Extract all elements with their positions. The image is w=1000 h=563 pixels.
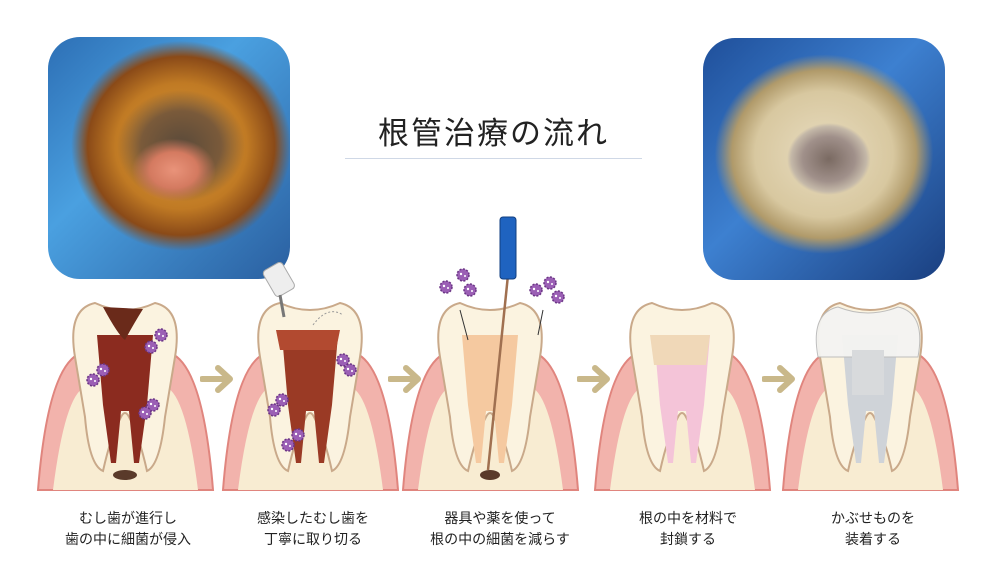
temporary-filling [650, 335, 710, 365]
step-5-caption: かぶせものを装着する [778, 509, 968, 551]
bacteria-icon [336, 353, 350, 367]
bacteria-icon [551, 290, 565, 304]
drill-icon [262, 261, 295, 318]
bacteria-icon [154, 328, 168, 342]
arrow-right-icon [388, 365, 421, 393]
pulp-canal [97, 335, 153, 463]
caption-line: 器具や薬を使って [444, 511, 556, 527]
pulp-canal [654, 335, 710, 463]
page-title: 根管治療の流れ [378, 116, 609, 152]
bacteria-icon [291, 428, 305, 442]
caption-line: 装着する [845, 532, 901, 548]
lesion [480, 470, 500, 480]
bacteria-icon [138, 406, 152, 420]
arrow-up [459, 309, 544, 341]
step-2-caption: 感染したむし歯を丁寧に取り切る [218, 509, 408, 551]
bacteria-icon [439, 280, 453, 294]
tooth-illustration-step-5 [781, 301, 960, 491]
bacteria-icon [267, 403, 281, 417]
tooth-illustration-step-3 [401, 216, 580, 491]
bacteria-icon [343, 363, 357, 377]
step-3-caption: 器具や薬を使って根の中の細菌を減らす [405, 509, 595, 551]
title-divider [345, 158, 642, 159]
debris [312, 311, 344, 326]
endodontic-file-icon [486, 216, 517, 471]
arrow-right-icon [200, 365, 233, 393]
caption-line: かぶせものを [831, 511, 915, 527]
bacteria-icon [463, 283, 477, 297]
bacteria-icon [96, 363, 110, 377]
lesion [113, 470, 137, 480]
bacteria-icon [86, 373, 100, 387]
tooth-illustration-step-1 [36, 301, 215, 491]
bacteria-icon [456, 268, 470, 282]
bacteria-icon [144, 340, 158, 354]
bacteria-icon [543, 276, 557, 290]
arrow-right-icon [577, 365, 610, 393]
caption-line: 封鎖する [660, 532, 716, 548]
arrow-right-icon [762, 365, 795, 393]
pulp-canal [462, 335, 518, 463]
core-post [852, 350, 884, 395]
before-treatment-photo [48, 37, 290, 279]
bacteria-icon [146, 398, 160, 412]
caption-line: 歯の中に細菌が侵入 [65, 532, 191, 548]
tooth-illustration-step-2 [221, 261, 400, 491]
after-cleaning-photo [703, 38, 945, 280]
caption-line: むし歯が進行し [79, 511, 177, 527]
removed-decay [276, 330, 340, 350]
caption-line: 感染したむし歯を [257, 511, 369, 527]
caption-line: 根の中を材料で [639, 511, 737, 527]
bacteria-icon [281, 438, 295, 452]
cavity [103, 307, 143, 340]
bacteria-icon [529, 283, 543, 297]
step-4-caption: 根の中を材料で封鎖する [593, 509, 783, 551]
bacteria-icon [275, 393, 289, 407]
crown-icon [815, 306, 921, 358]
tooth-illustration-step-4 [593, 301, 772, 491]
caption-line: 根の中の細菌を減らす [430, 532, 570, 548]
step-1-caption: むし歯が進行し歯の中に細菌が侵入 [33, 509, 223, 551]
caption-line: 丁寧に取り切る [264, 532, 362, 548]
